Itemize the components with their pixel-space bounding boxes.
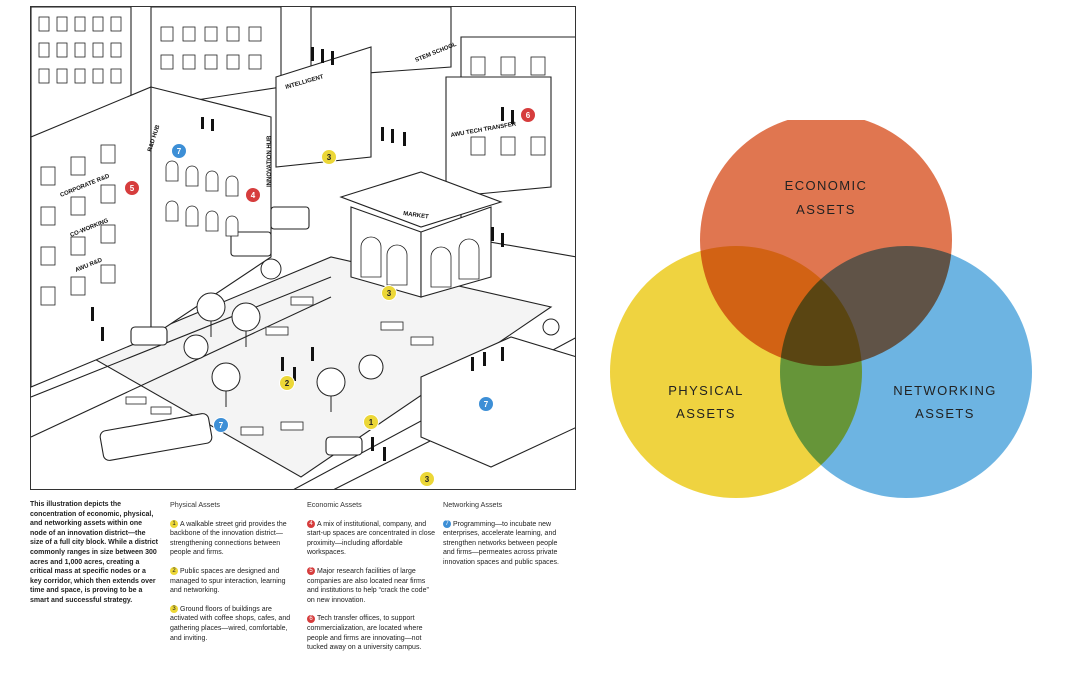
networking-assets-heading: Networking Assets <box>443 500 503 509</box>
windows-right <box>470 56 546 156</box>
marker-7: 7 <box>213 417 229 433</box>
marker-4: 4 <box>245 187 261 203</box>
windows-rd <box>40 144 116 306</box>
venn-diagram: ECONOMIC ASSETS PHYSICAL ASSETS NETWORKI… <box>600 114 1070 510</box>
venn-svg: ECONOMIC ASSETS PHYSICAL ASSETS NETWORKI… <box>610 114 1032 498</box>
svg-text:7: 7 <box>219 421 224 430</box>
badge-2: 2 <box>170 567 178 576</box>
svg-text:3: 3 <box>327 153 332 162</box>
intro-caption: This illustration depicts the concentrat… <box>30 501 158 604</box>
svg-text:7: 7 <box>484 400 489 409</box>
marker-3: 3 <box>381 285 397 301</box>
windows <box>38 16 546 306</box>
marker-7: 7 <box>478 396 494 412</box>
economic-label-1: ECONOMIC <box>785 178 868 193</box>
svg-text:1: 1 <box>369 418 374 427</box>
markers: 7 3 6 5 4 3 2 1 7 7 3 <box>124 107 536 487</box>
networking-label-2: ASSETS <box>915 406 975 421</box>
marker-6: 6 <box>520 107 536 123</box>
economic-circle <box>700 114 952 366</box>
badge-4: 4 <box>307 519 315 528</box>
sign-innovation-hub: INNOVATION HUB <box>267 135 273 187</box>
truck <box>230 231 272 257</box>
physical-assets-heading: Physical Assets <box>170 500 220 509</box>
marker-2: 2 <box>279 375 295 391</box>
car-2 <box>325 436 363 456</box>
tables <box>125 296 434 436</box>
building-bottom-right <box>420 336 575 468</box>
tram <box>99 413 213 461</box>
district-drawing: R&D HUB INNOVATION HUB CORPORATE R&D CO-… <box>31 7 575 489</box>
badge-5: 5 <box>307 567 315 576</box>
badge-3: 3 <box>170 604 178 613</box>
marker-5: 5 <box>124 180 140 196</box>
svg-text:6: 6 <box>526 111 531 120</box>
economic-label-2: ASSETS <box>796 202 856 217</box>
economic-assets-heading: Economic Assets <box>307 500 362 509</box>
windows-top-center <box>160 26 262 70</box>
marker-1: 1 <box>363 414 379 430</box>
car <box>130 326 168 346</box>
networking-label-1: NETWORKING <box>893 383 997 398</box>
badge-1: 1 <box>170 519 178 528</box>
svg-text:3: 3 <box>387 289 392 298</box>
svg-text:5: 5 <box>130 184 135 193</box>
van <box>270 206 310 230</box>
physical-label-1: PHYSICAL <box>668 383 744 398</box>
badge-7: 7 <box>443 519 451 528</box>
marker-3: 3 <box>419 471 435 487</box>
svg-text:4: 4 <box>251 191 256 200</box>
building-intelligent <box>275 46 372 168</box>
physical-label-2: ASSETS <box>676 406 736 421</box>
svg-text:2: 2 <box>285 379 290 388</box>
trees <box>183 258 560 412</box>
windows-top-left <box>38 16 122 84</box>
svg-text:7: 7 <box>177 147 182 156</box>
marker-3: 3 <box>321 149 337 165</box>
sign-market: MARKET <box>403 211 430 221</box>
svg-text:3: 3 <box>425 475 430 484</box>
windows-innovation-hub <box>165 160 239 237</box>
market-roof <box>339 171 503 228</box>
marker-7: 7 <box>171 143 187 159</box>
building-tech-transfer <box>445 76 552 198</box>
people <box>91 47 514 461</box>
district-illustration: R&D HUB INNOVATION HUB CORPORATE R&D CO-… <box>30 6 576 490</box>
badge-6: 6 <box>307 614 315 623</box>
